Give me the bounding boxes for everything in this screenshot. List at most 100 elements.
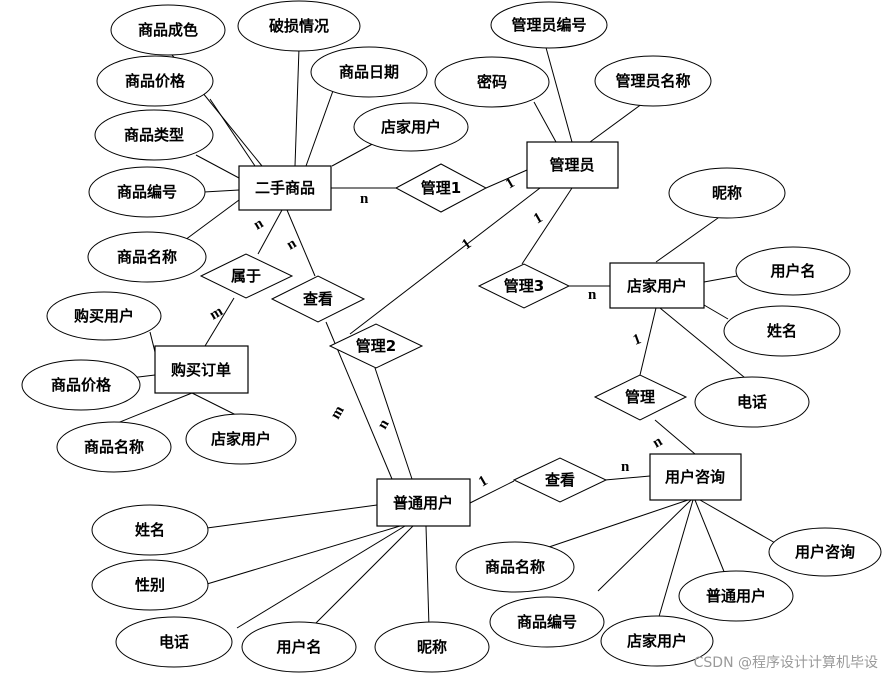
- cardinality-shop-manage3: n: [588, 287, 597, 303]
- attribute-order-buyer[interactable]: 购买用户: [46, 291, 162, 341]
- attribute-consult-shop-user[interactable]: 店家用户: [600, 615, 714, 667]
- attribute-label: 购买用户: [74, 307, 134, 325]
- attribute-goods-damage[interactable]: 破损情况: [237, 0, 361, 52]
- relationship-manage1[interactable]: 管理1: [394, 163, 488, 213]
- attribute-normal-gender[interactable]: 性别: [91, 559, 209, 611]
- attribute-normal-phone[interactable]: 电话: [115, 616, 233, 668]
- relationship-view-consult[interactable]: 查看: [512, 457, 608, 503]
- cardinality-normal-view-consult: 1: [476, 473, 490, 491]
- attribute-label: 商品名称: [117, 248, 177, 266]
- watermark-text: CSDN @程序设计计算机毕设: [694, 655, 878, 671]
- attribute-label: 商品日期: [339, 63, 399, 81]
- attribute-label: 电话: [737, 393, 767, 411]
- attribute-goods-type[interactable]: 商品类型: [94, 109, 214, 161]
- attribute-label: 姓名: [767, 322, 797, 340]
- entity-goods[interactable]: 二手商品: [238, 165, 332, 211]
- attribute-label: 电话: [159, 633, 189, 651]
- relationship-manage-label: 管理: [625, 388, 655, 406]
- entity-shop-user[interactable]: 店家用户: [609, 262, 705, 309]
- relationship-belong-label: 属于: [231, 267, 261, 285]
- attribute-label: 商品编号: [117, 183, 177, 201]
- relationship-view-goods-label: 查看: [303, 290, 333, 308]
- attribute-label: 商品编号: [517, 613, 577, 631]
- attribute-order-goods-name[interactable]: 商品名称: [56, 421, 172, 473]
- cardinality-goods-belong: n: [251, 215, 267, 233]
- attribute-label: 密码: [477, 73, 507, 91]
- relationship-manage1-label: 管理1: [421, 179, 461, 197]
- attribute-label: 店家用户: [211, 430, 271, 448]
- attribute-label: 用户咨询: [795, 543, 855, 561]
- cardinality-consult-manage: n: [650, 433, 666, 451]
- entity-order[interactable]: 购买订单: [154, 345, 249, 394]
- relationship-manage3-label: 管理3: [504, 277, 544, 295]
- attribute-goods-name[interactable]: 商品名称: [87, 231, 207, 283]
- attribute-label: 昵称: [417, 638, 447, 656]
- relationship-manage3[interactable]: 管理3: [477, 263, 571, 309]
- relationship-belong[interactable]: 属于: [199, 253, 294, 299]
- relationship-manage[interactable]: 管理: [593, 374, 688, 421]
- entity-order-label: 购买订单: [171, 361, 231, 379]
- attribute-goods-id[interactable]: 商品编号: [88, 166, 206, 218]
- attribute-label: 商品价格: [125, 72, 186, 90]
- cardinality-goods-manage1: n: [360, 191, 369, 207]
- attribute-shop-phone[interactable]: 电话: [694, 376, 810, 428]
- attribute-order-shop-user[interactable]: 店家用户: [185, 413, 297, 465]
- attribute-goods-date[interactable]: 商品日期: [310, 46, 428, 98]
- entity-shop-user-label: 店家用户: [627, 277, 687, 295]
- relationship-manage2-label: 管理2: [356, 337, 396, 355]
- attribute-order-price[interactable]: 商品价格: [21, 359, 141, 411]
- relationship-view-consult-label: 查看: [545, 471, 575, 489]
- entity-admin-label: 管理员: [549, 156, 594, 174]
- attribute-admin-id[interactable]: 管理员编号: [490, 1, 608, 49]
- attribute-goods-price[interactable]: 商品价格: [96, 55, 214, 107]
- attribute-label: 商品名称: [485, 558, 545, 576]
- cardinality-order-belong: m: [207, 303, 226, 323]
- attribute-label: 管理员名称: [615, 72, 690, 90]
- attribute-label: 普通用户: [706, 587, 766, 605]
- attribute-shop-realname[interactable]: 姓名: [723, 305, 841, 357]
- attribute-label: 店家用户: [381, 118, 441, 136]
- cardinality-admin-manage2: 1: [459, 236, 474, 253]
- entity-normal-user[interactable]: 普通用户: [376, 478, 471, 527]
- attribute-consult-normal-user[interactable]: 普通用户: [678, 570, 794, 622]
- attribute-label: 商品成色: [138, 21, 198, 39]
- attribute-label: 商品名称: [84, 438, 144, 456]
- attribute-consult-goods-name[interactable]: 商品名称: [455, 541, 575, 593]
- attribute-label: 昵称: [712, 184, 742, 202]
- entity-consult-label: 用户咨询: [665, 468, 725, 486]
- entity-admin[interactable]: 管理员: [526, 141, 619, 189]
- cardinality-shop-manage: 1: [631, 331, 644, 349]
- attribute-goods-shop-user[interactable]: 店家用户: [353, 102, 469, 152]
- attribute-admin-password[interactable]: 密码: [434, 56, 550, 108]
- cardinality-normal-manage2: n: [375, 416, 393, 432]
- attribute-normal-realname[interactable]: 姓名: [91, 504, 209, 556]
- attribute-label: 商品类型: [124, 126, 184, 144]
- attribute-goods-condition[interactable]: 商品成色: [110, 4, 226, 56]
- connector-lines: [94, 43, 778, 629]
- attribute-shop-username[interactable]: 用户名: [735, 246, 851, 296]
- cardinality-goods-view: n: [284, 235, 300, 253]
- cardinality-admin-manage3: 1: [531, 210, 545, 228]
- cardinality-consult-view: n: [621, 459, 630, 475]
- attribute-admin-name[interactable]: 管理员名称: [594, 55, 712, 107]
- attribute-consult-goods-id[interactable]: 商品编号: [489, 596, 605, 648]
- attribute-consult-content[interactable]: 用户咨询: [768, 527, 882, 577]
- cardinality-normal-view-goods: m: [328, 403, 348, 422]
- attribute-normal-username[interactable]: 用户名: [241, 621, 357, 673]
- attribute-label: 姓名: [135, 521, 165, 539]
- entity-normal-user-label: 普通用户: [393, 494, 453, 512]
- relationship-view-goods[interactable]: 查看: [270, 275, 366, 323]
- relationship-manage2[interactable]: 管理2: [328, 323, 424, 369]
- entity-consult[interactable]: 用户咨询: [649, 453, 742, 501]
- attribute-label: 商品价格: [51, 376, 112, 394]
- attribute-label: 性别: [135, 576, 165, 594]
- attribute-label: 管理员编号: [511, 16, 586, 34]
- attribute-normal-nickname[interactable]: 昵称: [374, 621, 490, 673]
- attribute-label: 用户名: [276, 638, 321, 656]
- attribute-label: 破损情况: [269, 17, 329, 35]
- attribute-shop-nickname[interactable]: 昵称: [668, 167, 786, 219]
- cardinality-admin-manage1: 1: [503, 175, 517, 193]
- attribute-label: 用户名: [770, 262, 815, 280]
- attribute-label: 店家用户: [627, 632, 687, 650]
